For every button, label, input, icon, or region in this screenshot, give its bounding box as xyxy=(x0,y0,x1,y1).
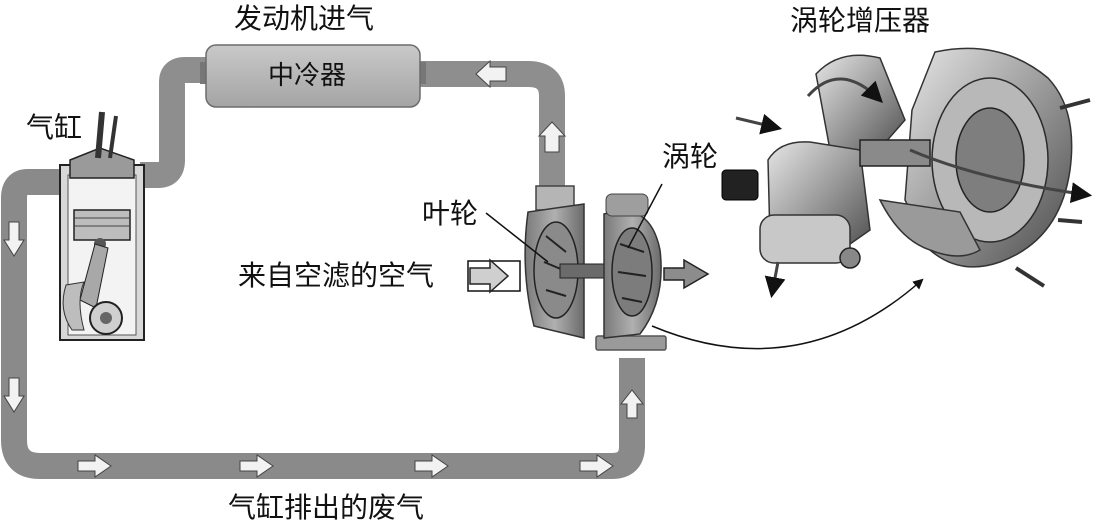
exhaust-arrow-right-3 xyxy=(414,454,449,478)
air-from-filter-label: 来自空滤的空气 xyxy=(238,259,435,292)
exhaust-arrow-down-2 xyxy=(3,377,25,413)
exhaust-arrow-right-1 xyxy=(77,454,112,478)
turbocharger-label: 涡轮增压器 xyxy=(790,4,931,37)
air-in-arrow xyxy=(469,258,510,294)
cylinder-illustration xyxy=(59,111,145,341)
turbine-leader xyxy=(627,183,663,249)
exhaust-label: 气缸排出的废气 xyxy=(228,491,425,524)
exhaust-arrow-right-2 xyxy=(239,454,274,478)
intake-arrow-left xyxy=(475,59,507,89)
turbocharger-cutaway xyxy=(721,47,1093,299)
intercooler-label: 中冷器 xyxy=(268,61,347,91)
exhaust-out-arrow xyxy=(663,258,710,290)
cylinder-label: 气缸 xyxy=(26,111,83,144)
intercooler-box xyxy=(205,44,421,108)
exhaust-arrow-up xyxy=(619,389,645,419)
turbo-unit xyxy=(524,185,662,339)
impeller-label: 叶轮 xyxy=(422,197,479,230)
exhaust-pipe xyxy=(0,169,667,479)
impeller-leader xyxy=(485,212,549,263)
exhaust-arrow-down-1 xyxy=(3,221,25,257)
engine-intake-label: 发动机进气 xyxy=(234,2,375,35)
zoom-arrow xyxy=(651,278,924,350)
turbine-label: 涡轮 xyxy=(662,140,719,173)
exhaust-arrow-right-4 xyxy=(579,454,614,478)
intake-arrow-up xyxy=(537,121,567,153)
